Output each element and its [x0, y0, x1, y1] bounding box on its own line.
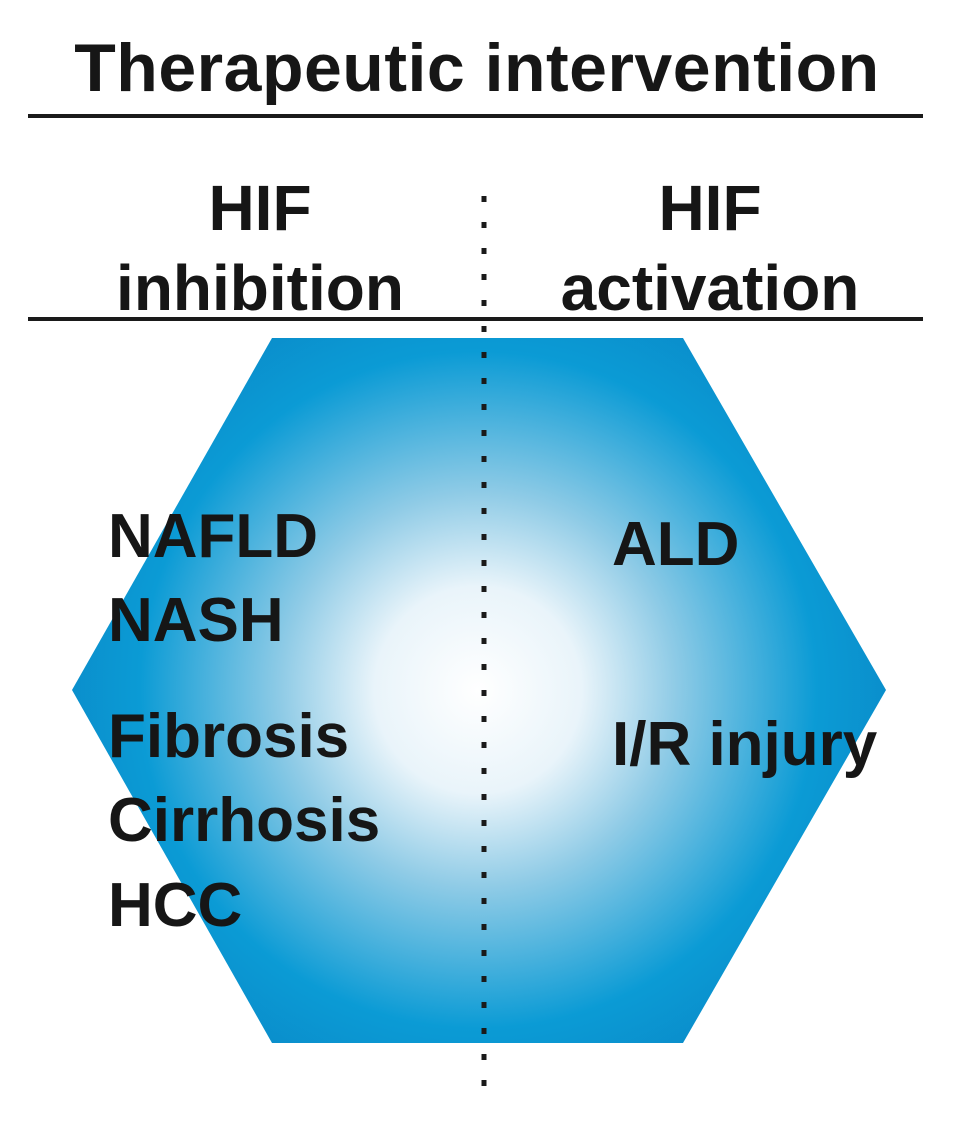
activation-group-ir-injury: I/R injury [612, 703, 877, 787]
header-underline [28, 317, 923, 321]
inhibition-group-steatosis: NAFLD NASH [108, 495, 318, 664]
disease-label-fibrosis: Fibrosis [108, 702, 350, 771]
column-header-activation-line1: HIF [658, 172, 762, 244]
disease-label-hcc: HCC [108, 870, 243, 940]
disease-label-ald: ALD [612, 510, 740, 579]
disease-label-nafld: NAFLD [108, 502, 319, 571]
disease-label-nash: NASH [108, 586, 284, 656]
title-underline [28, 114, 923, 118]
column-header-inhibition-line2: inhibition [116, 252, 404, 324]
column-header-inhibition: HIF inhibition [70, 168, 450, 328]
activation-group-ald: ALD [612, 503, 739, 587]
disease-label-cirrhosis: Cirrhosis [108, 786, 381, 856]
column-header-activation-line2: activation [560, 252, 860, 324]
inhibition-group-fibrosis: Fibrosis Cirrhosis HCC [108, 695, 380, 948]
column-header-activation: HIF activation [520, 168, 900, 328]
page-title: Therapeutic intervention [74, 30, 880, 106]
disease-label-ir-injury: I/R injury [612, 710, 878, 779]
liver-hexagon [72, 338, 886, 1043]
column-header-inhibition-line1: HIF [208, 172, 312, 244]
